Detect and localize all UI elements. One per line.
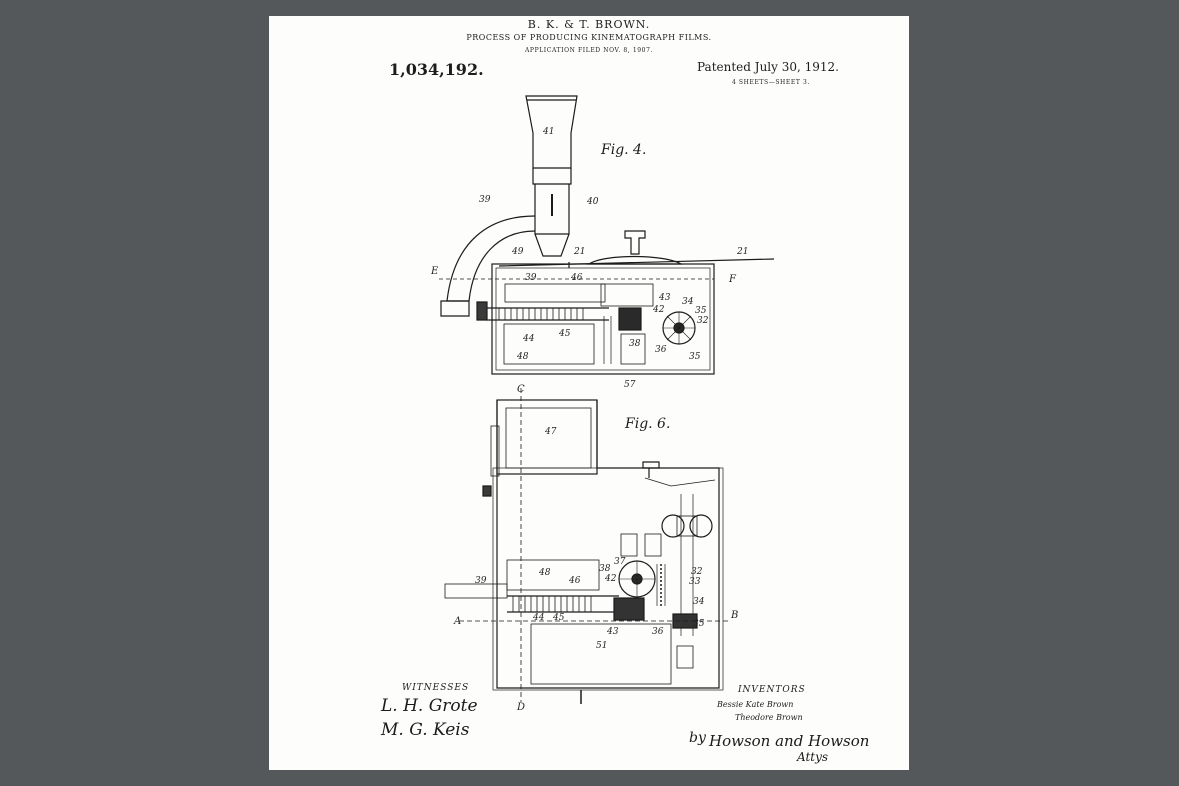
- technical-drawing: Fig. 4. 41 40 39 21 21 49 39 46 E F 43 4…: [430, 95, 775, 713]
- label-38-fig6: 38: [599, 564, 611, 574]
- label-44-fig6: 44: [532, 613, 545, 623]
- patent-number: 1,034,192.: [389, 60, 484, 79]
- label-c: C: [517, 384, 525, 395]
- patent-sheet: B. K. & T. BROWN. PROCESS OF PRODUCING K…: [269, 16, 909, 770]
- label-42-fig6: 42: [604, 574, 617, 584]
- label-48: 48: [516, 352, 529, 362]
- label-e: E: [430, 266, 439, 277]
- label-44: 44: [522, 334, 535, 344]
- label-d: D: [516, 702, 525, 713]
- label-35: 35: [695, 306, 707, 316]
- witness-signature-1: L. H. Grote: [381, 696, 478, 716]
- label-41: 41: [542, 127, 554, 137]
- fig6-upper-compartment: [496, 399, 598, 475]
- label-32-fig6: 32: [691, 567, 703, 577]
- label-43-fig6: 43: [606, 627, 619, 637]
- fig4-caption: Fig. 4.: [600, 142, 646, 158]
- label-21b: 21: [736, 247, 748, 257]
- label-43: 43: [658, 293, 671, 303]
- inventor-name-2: Theodore Brown: [735, 713, 803, 722]
- label-34-fig6: 34: [693, 597, 705, 607]
- patent-title: PROCESS OF PRODUCING KINEMATOGRAPH FILMS…: [466, 33, 712, 42]
- fig6-housing: [492, 467, 724, 691]
- label-49: 49: [511, 247, 524, 257]
- label-37: 37: [614, 557, 626, 567]
- label-b: B: [730, 610, 738, 621]
- label-45-fig6: 45: [552, 613, 565, 623]
- attorney-signature: Howson and Howson: [709, 732, 870, 750]
- label-40: 40: [586, 197, 599, 207]
- label-47: 47: [544, 427, 557, 437]
- label-57: 57: [624, 380, 636, 390]
- label-39b: 39: [525, 273, 537, 283]
- fig4-curved-arm: [446, 215, 536, 302]
- label-36-fig6: 36: [652, 627, 664, 637]
- label-32: 32: [697, 316, 709, 326]
- label-36: 36: [655, 345, 667, 355]
- label-33: 33: [689, 577, 701, 587]
- label-42: 42: [652, 305, 665, 315]
- label-f: F: [728, 274, 737, 285]
- inventors-heading: INVENTORS: [738, 685, 806, 695]
- label-39: 39: [479, 195, 491, 205]
- witnesses-heading: WITNESSES: [402, 683, 470, 693]
- label-a: A: [453, 616, 461, 627]
- label-46: 46: [570, 273, 583, 283]
- label-51: 51: [596, 641, 607, 651]
- fig6-caption: Fig. 6.: [624, 416, 670, 432]
- sheet-count: 4 SHEETS—SHEET 3.: [732, 79, 810, 86]
- label-39-fig6: 39: [475, 576, 487, 586]
- fig4-eyepiece: [525, 95, 578, 257]
- patented-date: Patented July 30, 1912.: [697, 60, 839, 74]
- attorney-by: by: [689, 730, 706, 746]
- fig4-knob: [624, 230, 646, 255]
- label-45: 45: [558, 329, 571, 339]
- label-35b: 35: [689, 352, 701, 362]
- inventor-names-header: B. K. & T. BROWN.: [527, 18, 651, 31]
- label-21: 21: [573, 247, 585, 257]
- label-38: 38: [629, 339, 641, 349]
- attorneys-label: Attys: [797, 750, 829, 764]
- label-46-fig6: 46: [568, 576, 581, 586]
- label-35-fig6: 35: [693, 619, 705, 629]
- application-filed-date: APPLICATION FILED NOV. 8, 1907.: [525, 47, 653, 54]
- inventor-name-1: Bessie Kate Brown: [717, 700, 794, 709]
- label-34: 34: [682, 297, 694, 307]
- label-48-fig6: 48: [538, 568, 551, 578]
- witness-signature-2: M. G. Keis: [381, 720, 470, 740]
